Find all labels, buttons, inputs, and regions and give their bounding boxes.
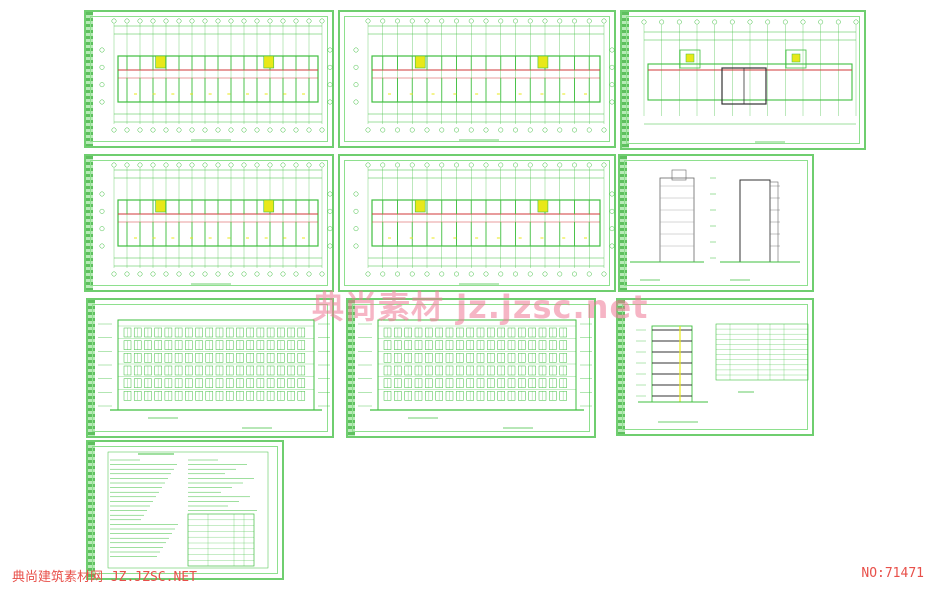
title-block-strip (620, 156, 627, 290)
section-schedule-drawing (636, 323, 809, 423)
floor-plan-drawing (99, 18, 333, 141)
title-block-strip (86, 12, 93, 146)
front-elevation-drawing (98, 319, 330, 429)
title-block-strip (622, 12, 629, 148)
rear-elevation-sheet[interactable] (346, 298, 596, 438)
sheet-border (90, 16, 328, 142)
title-block-strip (618, 300, 625, 434)
title-block-strip (348, 300, 355, 436)
design-notes-drawing (107, 451, 269, 569)
footer-site-name: 典尚建筑素材网 JZ.JZSC.NET (12, 570, 197, 585)
sheet-border (352, 304, 590, 432)
section-schedule-sheet[interactable] (616, 298, 814, 436)
front-elevation-sheet[interactable] (86, 298, 334, 438)
sheet-border (92, 304, 328, 432)
sheet-border (90, 160, 328, 286)
floor-plan-drawing (99, 162, 333, 285)
sheet-border (622, 304, 808, 430)
floor-plan-sheet-4[interactable] (338, 154, 616, 292)
floor-plan-sheet-2[interactable] (338, 10, 616, 148)
roof-plan-sheet[interactable] (620, 10, 866, 150)
sheet-border (626, 16, 860, 144)
side-elevation-sheet[interactable] (618, 154, 814, 292)
sheet-border (344, 160, 610, 286)
watermark-text: 典尚素材 jz.jzsc.net (312, 288, 649, 326)
design-notes-sheet[interactable] (86, 440, 284, 580)
floor-plan-sheet-3[interactable] (84, 154, 334, 292)
rear-elevation-drawing (358, 319, 592, 429)
floor-plan-drawing (353, 162, 615, 285)
title-block-strip (86, 156, 93, 290)
roof-plan-drawing (641, 19, 859, 143)
floor-plan-sheet-1[interactable] (84, 10, 334, 148)
side-elevation-drawing (630, 169, 800, 281)
footer-drawing-number: NO:71471 (861, 566, 924, 581)
floor-plan-drawing (353, 18, 615, 141)
sheet-border (344, 16, 610, 142)
title-block-strip (88, 300, 95, 436)
sheet-border (624, 160, 808, 286)
sheet-border (92, 446, 278, 574)
title-block-strip (88, 442, 95, 578)
